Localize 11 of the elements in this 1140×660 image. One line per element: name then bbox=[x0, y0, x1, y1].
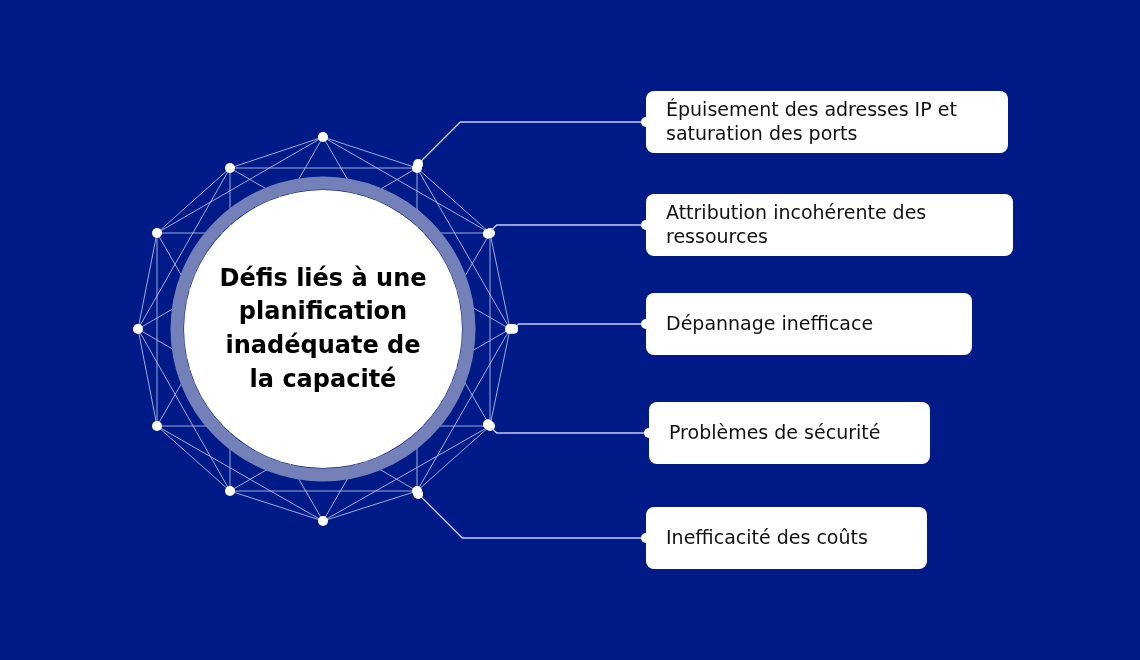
card-text: Épuisement des adresses IP et saturation des ports bbox=[666, 98, 958, 146]
challenge-card bbox=[646, 507, 927, 569]
challenge-card bbox=[646, 194, 1013, 256]
challenge-card bbox=[646, 293, 972, 355]
card-text: Inefficacité des coûts bbox=[666, 526, 868, 550]
card-text: Dépannage inefficace bbox=[666, 312, 874, 336]
challenge-card bbox=[649, 402, 930, 464]
card-text: Attribution incohérente des ressources bbox=[666, 201, 928, 249]
card-text: Problèmes de sécurité bbox=[669, 421, 881, 445]
challenge-card bbox=[646, 91, 1008, 153]
heading-text: Défis liés à une planification inadéquate de la capacité bbox=[218, 262, 428, 395]
